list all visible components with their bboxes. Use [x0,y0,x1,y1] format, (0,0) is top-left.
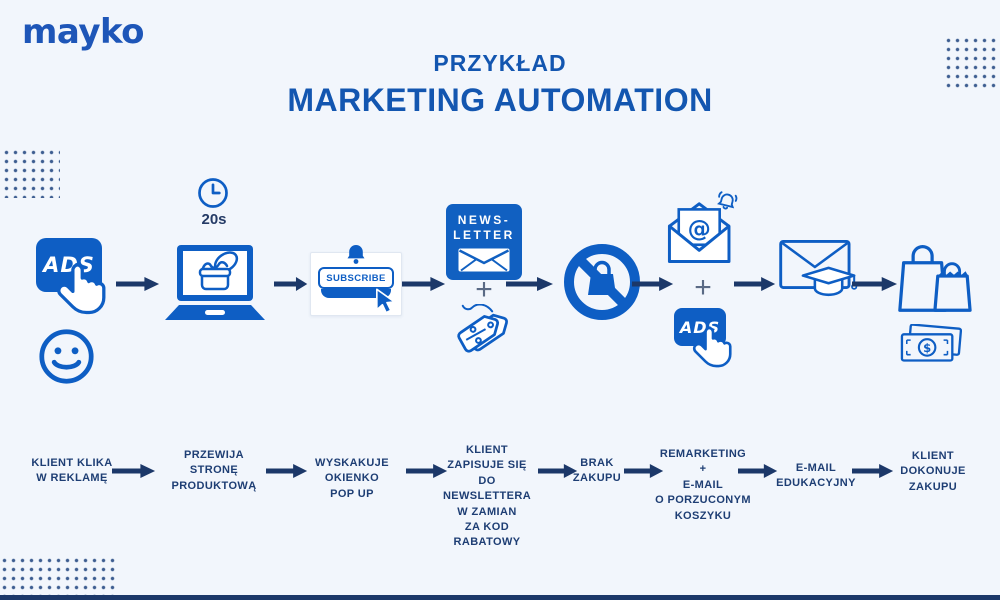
step-label: PRZEWIJA STRONĘ PRODUKTOWĄ [171,449,257,492]
plus-sign: + [475,273,493,306]
page-title: MARKETING AUTOMATION [287,82,713,118]
subscribe-button-base [321,289,391,298]
smiley-icon [39,329,94,384]
subscribe-button: SUBSCRIBE [318,267,394,289]
newsletter-envelope-icon [458,248,510,272]
timer-label: 20s [201,211,227,228]
graduation-email-icon [779,239,858,297]
flow-arrow [506,277,553,291]
discount-tag-icon [457,304,508,353]
ads-button-label: ADS [43,253,95,277]
laptop-product-icon [165,245,265,320]
hand-pointer-icon [57,263,106,315]
step-label: REMARKETING + E-MAIL O PORZUCONYM KOSZYK… [655,448,751,522]
flow-arrow [274,277,308,291]
step-arrow [624,464,664,478]
step-arrow [738,464,778,478]
flow-arrow [852,277,898,291]
step-label: KLIENT DOKONUJE ZAKUPU [900,450,966,493]
flow-arrow [402,277,446,291]
subscribe-popup-card: SUBSCRIBE [310,245,402,316]
step-label: BRAK ZAKUPU [572,457,622,485]
step-label: WYSKAKUJE OKIENKO POP UP [315,457,389,500]
step-label: E-MAIL EDUKACYJNY [776,462,856,490]
subscribe-button-label: SUBSCRIBE [326,272,386,284]
flow-arrow [116,277,160,291]
bottom-accent-bar [0,595,1000,600]
step-arrow [852,464,894,478]
dot-grid-left [2,148,60,198]
step-arrow [538,464,578,478]
step-arrow [266,464,308,478]
step-arrow [406,464,448,478]
step-label: KLIENT KLIKA W REKLAMĘ [31,457,113,485]
bell-icon [347,245,365,264]
flow-arrow [632,277,674,291]
email-at-icon: @ [667,191,738,263]
hand-pointer-icon [692,326,732,368]
plus-sign: + [694,271,712,304]
dot-grid-top-right [944,36,1000,90]
newsletter-label-line2: LETTER [453,228,515,242]
money-icon: $ [900,324,962,362]
step-arrow [112,464,156,478]
kicker-text: PRZYKŁAD [433,50,567,76]
shopping-bags-icon [898,245,972,312]
dollar-symbol: $ [923,341,931,355]
step-label: KLIENT ZAPISUJE SIĘ DO NEWSLETTERA W ZAM… [442,444,532,549]
dot-grid-bottom-left [0,556,118,600]
newsletter-label-line1: NEWS- [457,213,511,227]
logo-text: mayko [22,12,145,52]
cursor-icon [376,288,396,314]
clock-icon [198,178,228,208]
at-symbol: @ [688,215,711,242]
newsletter-icon: NEWS- LETTER [446,204,522,280]
flow-arrow [734,277,776,291]
